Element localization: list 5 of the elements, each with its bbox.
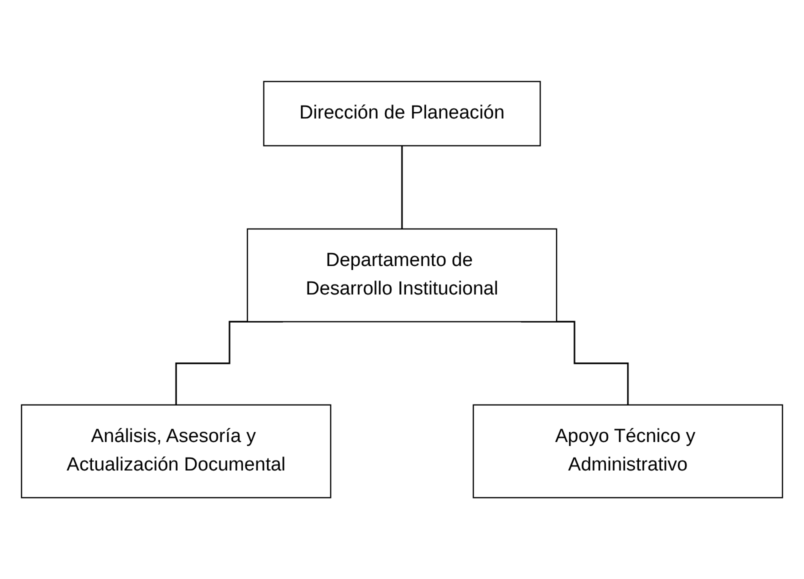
node-box: Análisis, Asesoría y Actualización Documental [20,404,332,498]
connector [401,144,403,230]
node-box: Departamento de Desarrollo Institucional [246,228,558,322]
node-box: Apoyo Técnico y Administrativo [472,404,784,498]
node-box: Dirección de Planeación [263,80,541,146]
